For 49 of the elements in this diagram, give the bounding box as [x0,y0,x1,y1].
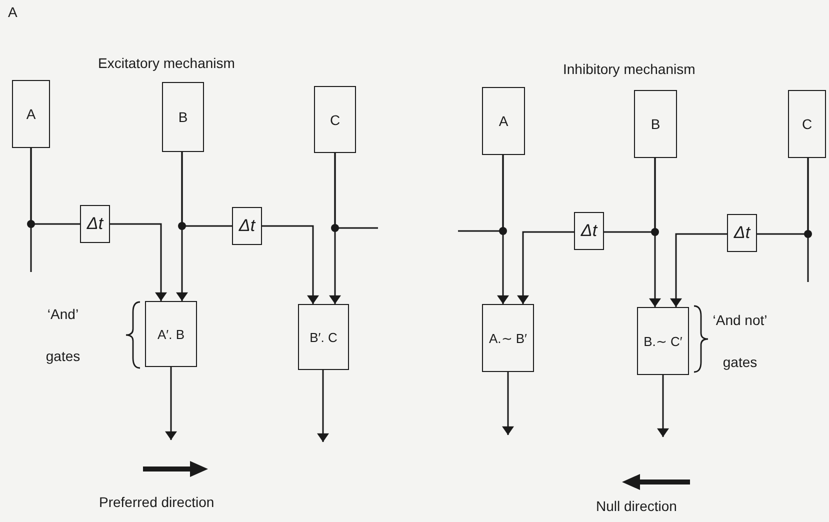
input-box [482,87,525,155]
node-label: B [178,109,188,125]
arrow [649,158,661,307]
arrow [165,367,177,440]
node-label: A [26,106,36,122]
gate-box [637,307,689,375]
input-box [314,86,356,153]
node-label: A [498,113,508,129]
node-label: B′. C [310,330,338,344]
delay-box [574,212,604,250]
delay-box [727,214,757,252]
arrow [262,225,319,304]
arrow [502,372,514,435]
gate-box [298,304,349,370]
direction-label: Null direction [596,498,677,514]
node-label: B [650,116,660,132]
node-label: A′. B [157,326,184,342]
gate-box [482,304,534,372]
input-box [788,90,826,158]
connector-line [30,148,32,272]
brace-label: ‘And’ gates [44,305,82,366]
gate-box [145,301,197,367]
node-label: C [802,116,812,132]
delay-box [80,205,110,243]
input-box [12,80,50,148]
input-box [634,90,677,158]
arrow [517,231,574,304]
arrow [657,375,669,437]
arrow [670,233,727,307]
input-box [162,82,204,152]
node-label: Δt [238,216,256,236]
connector-line [334,153,378,229]
node-label: A.∼ B′ [488,330,527,346]
panel-letter: A [8,4,18,20]
node-label: B.∼ C′ [644,334,682,348]
node-label: C [330,112,340,128]
node-label: Δt [734,223,750,243]
node-label: Δt [86,214,104,234]
connector-line [458,155,504,232]
arrow [317,370,329,442]
connector-line [807,158,809,282]
delay-box [232,207,262,245]
connector-line [181,152,232,227]
section-title: Inhibitory mechanism [563,61,696,77]
arrow [110,223,167,301]
brace-label: ‘And not’ gates [712,311,768,372]
section-title: Excitatory mechanism [98,55,235,71]
direction-label: Preferred direction [99,494,214,510]
node-label: Δt [580,221,598,241]
